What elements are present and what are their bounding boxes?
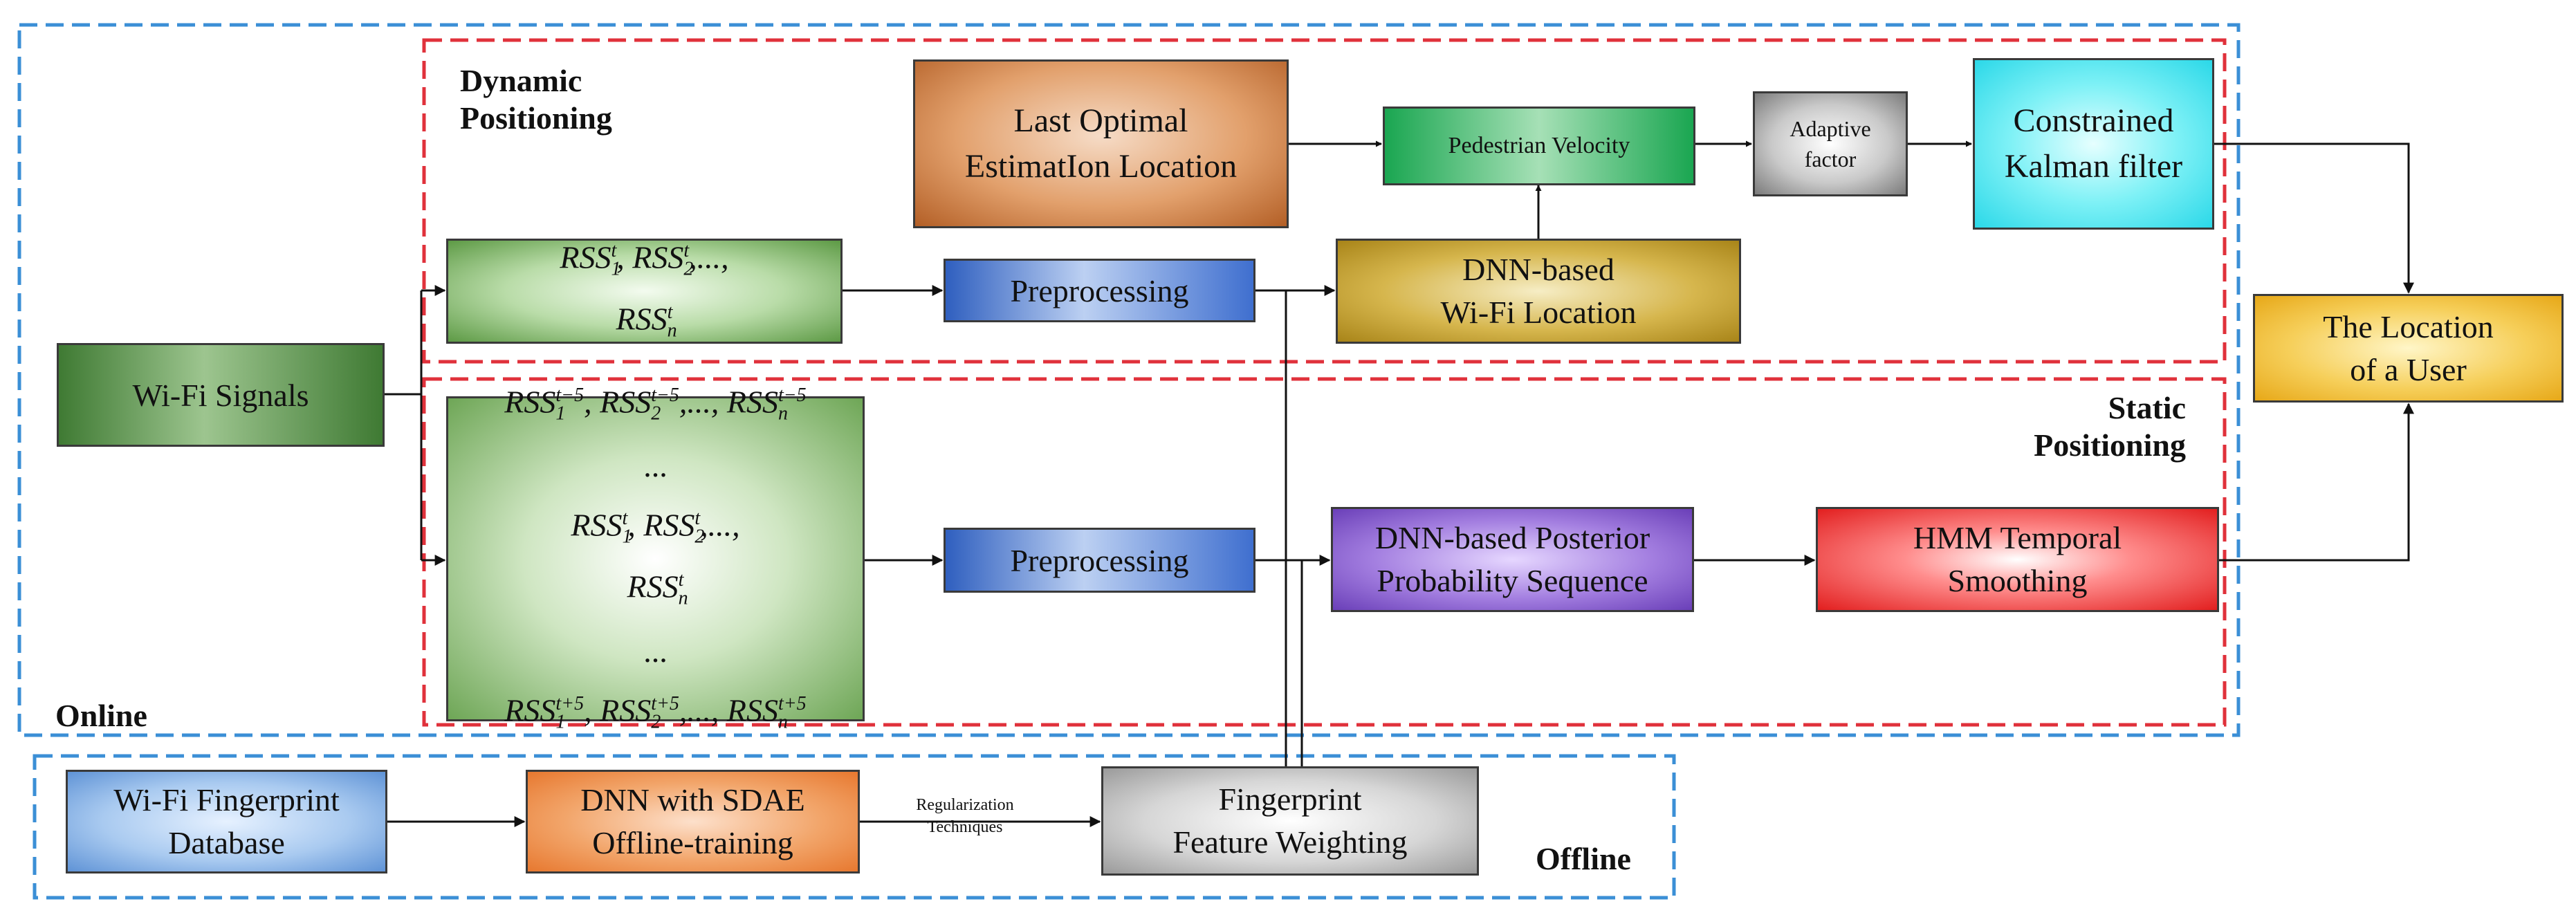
dynamic-positioning-frame xyxy=(422,38,2227,364)
static-label-line-1: Static xyxy=(2108,390,2186,425)
constrained-kalman-filter-box: Constrained Kalman filter xyxy=(1973,58,2214,230)
dnn-wifi-line-1: DNN-based xyxy=(1462,252,1614,287)
adaptive-factor-box: Adaptive factor xyxy=(1753,91,1908,196)
kalman-line-1: Constrained xyxy=(2013,102,2174,139)
last-optimal-estimation-box: Last Optimal EstimatIon Location xyxy=(913,59,1289,228)
user-location-box: The Location of a User xyxy=(2253,294,2564,403)
last-optimal-line-1: Last Optimal xyxy=(1013,102,1188,139)
hmm-line-1: HMM Temporal xyxy=(1913,520,2122,555)
fp-weighting-line-2: Feature Weighting xyxy=(1172,824,1408,860)
offline-label: Offline xyxy=(1536,841,1631,876)
preprocessing-dynamic-box: Preprocessing xyxy=(944,259,1255,322)
arrow-kalman-to-user xyxy=(2214,142,2414,294)
rss-current-box: RSS1t, RSS2t,..., RSSnt xyxy=(446,239,843,344)
adaptive-line-1: Adaptive xyxy=(1790,116,1871,141)
preprocessing-dynamic-text: Preprocessing xyxy=(1010,272,1189,308)
dnn-posterior-line-1: DNN-based Posterior xyxy=(1374,520,1650,555)
fp-weighting-line-1: Fingerprint xyxy=(1218,782,1362,817)
dnn-sdae-line-2: Offline-training xyxy=(592,825,793,860)
adaptive-line-2: factor xyxy=(1804,147,1857,172)
offline-frame xyxy=(33,754,1676,900)
rss-window-formula-last: RSS1t+5, RSS2t+5,..., RSSnt+5 xyxy=(504,692,807,733)
rss-window-box: RSS1t−5, RSS2t−5,..., RSSnt−5 ... RSS1t,… xyxy=(446,384,865,732)
hmm-line-2: Smoothing xyxy=(1947,563,2088,598)
dnn-sdae-line-1: DNN with SDAE xyxy=(580,782,805,817)
fingerprint-feature-weighting-box: Fingerprint Feature Weighting xyxy=(1101,766,1479,876)
dnn-sdae-offline-training-box: DNN with SDAE Offline-training xyxy=(526,770,860,874)
fp-database-line-2: Database xyxy=(168,825,285,860)
preprocessing-static-text: Preprocessing xyxy=(1010,542,1189,578)
rss-window-formula-middle: RSS1t, RSS2t,..., RSSnt xyxy=(571,507,740,609)
dynamic-label-line-2: Positioning xyxy=(460,100,612,136)
regularization-line-1: Regularization xyxy=(916,796,1014,814)
regularization-line-2: Techniques xyxy=(927,818,1003,836)
static-positioning-frame xyxy=(422,377,2227,727)
last-optimal-line-2: EstimatIon Location xyxy=(964,148,1238,185)
rss-window-ellipsis-1: ... xyxy=(643,448,668,484)
wifi-signals-text: Wi-Fi Signals xyxy=(132,377,309,413)
static-positioning-label: Static Positioning xyxy=(2013,389,2186,464)
dnn-posterior-line-2: Probability Sequence xyxy=(1377,563,1648,598)
rss-window-formula-first: RSS1t−5, RSS2t−5,..., RSSnt−5 xyxy=(504,384,807,425)
kalman-line-2: Kalman filter xyxy=(2004,148,2183,185)
rss-window-ellipsis-2: ... xyxy=(643,633,668,669)
dnn-wifi-line-2: Wi-Fi Location xyxy=(1440,295,1637,330)
rss-current-formula: RSS1t, RSS2t,..., RSSnt xyxy=(560,239,729,342)
static-label-line-2: Positioning xyxy=(2034,427,2186,463)
arrow-hmm-to-user xyxy=(2219,403,2414,562)
dnn-posterior-probability-box: DNN-based Posterior Probability Sequence xyxy=(1331,507,1694,612)
hmm-temporal-smoothing-box: HMM Temporal Smoothing xyxy=(1816,507,2219,612)
pedestrian-velocity-text: Pedestrian Velocity xyxy=(1448,133,1630,158)
pedestrian-velocity-box: Pedestrian Velocity xyxy=(1383,107,1695,185)
preprocessing-static-box: Preprocessing xyxy=(944,528,1255,593)
wifi-fingerprint-database-box: Wi-Fi Fingerprint Database xyxy=(66,770,387,874)
dynamic-positioning-label: Dynamic Positioning xyxy=(460,62,612,137)
online-frame xyxy=(17,23,2241,737)
user-location-line-2: of a User xyxy=(2350,351,2467,387)
online-label: Online xyxy=(55,698,147,733)
user-location-line-1: The Location xyxy=(2323,308,2494,344)
dynamic-label-line-1: Dynamic xyxy=(460,63,582,98)
wifi-signals-box: Wi-Fi Signals xyxy=(57,343,385,447)
dnn-wifi-location-box: DNN-based Wi-Fi Location xyxy=(1336,239,1741,344)
regularization-techniques-label: Regularization Techniques xyxy=(892,794,1038,838)
fp-database-line-1: Wi-Fi Fingerprint xyxy=(113,782,340,817)
